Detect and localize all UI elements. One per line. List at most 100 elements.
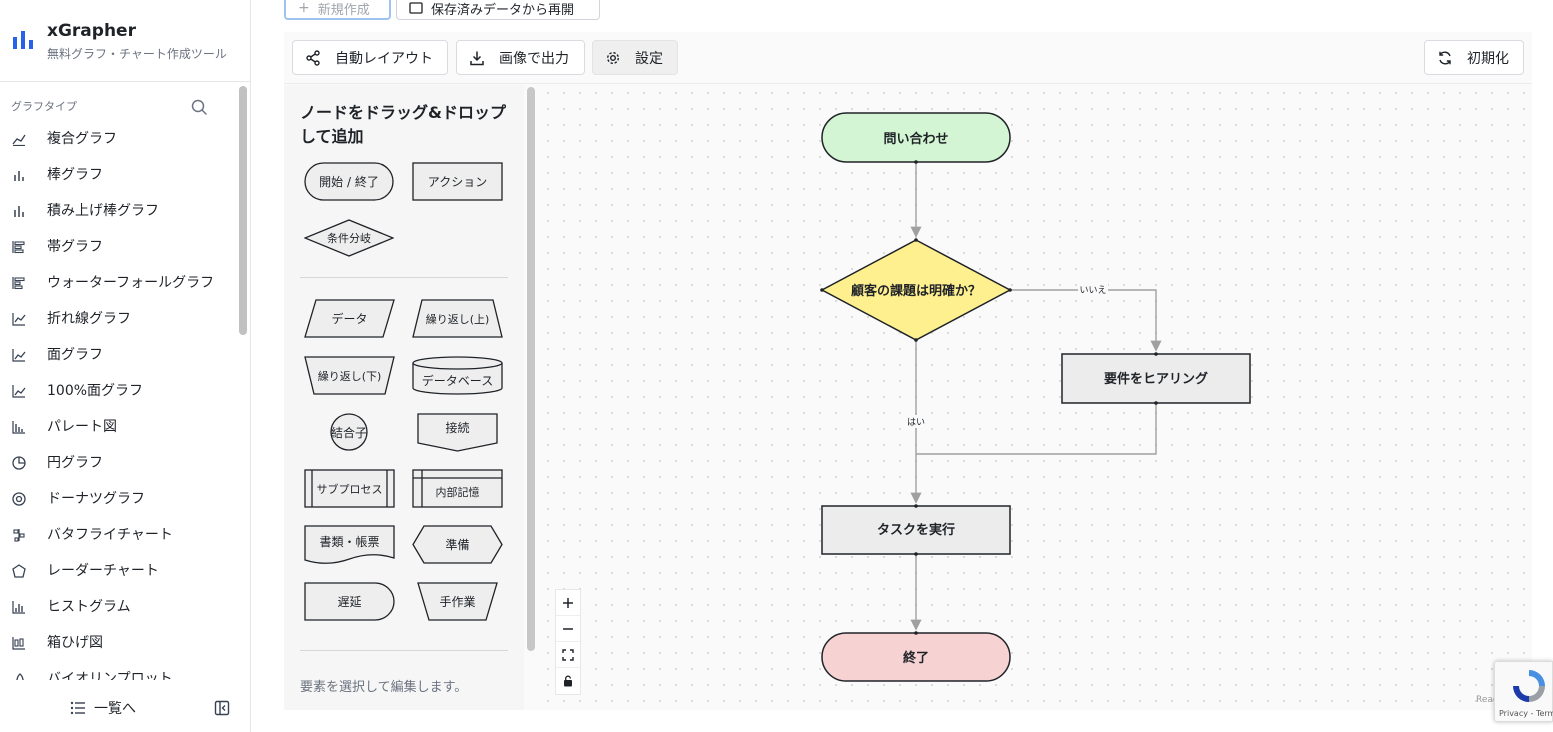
- reset-label: 初期化: [1467, 50, 1509, 67]
- edge-label-yes[interactable]: はい: [907, 417, 925, 428]
- sidebar-item-pareto[interactable]: パレート図: [0, 408, 236, 444]
- sidebar-item-donut-chart[interactable]: ドーナツグラフ: [0, 480, 236, 516]
- palette-data-label: データ: [331, 312, 368, 326]
- document-shape-icon: [304, 525, 395, 564]
- settings-label: 設定: [635, 50, 663, 67]
- palette-action-node[interactable]: アクション: [412, 162, 503, 201]
- new-chart-label: 新規作成: [317, 2, 370, 18]
- flow-canvas[interactable]: いいえ はい 問い合わせ 顧客の課題は明確か？ 要件をヒアリング: [540, 85, 1532, 710]
- zoom-out-button[interactable]: [556, 616, 580, 642]
- sidebar-item-boxplot[interactable]: 箱ひげ図: [0, 624, 236, 660]
- flow-node-hearing-label: 要件をヒアリング: [1104, 371, 1208, 387]
- sidebar-item-stacked-bar[interactable]: 積み上げ棒グラフ: [0, 192, 236, 228]
- palette-condition-label: 条件分岐: [327, 232, 371, 245]
- sidebar-scroll-thumb[interactable]: [239, 86, 247, 335]
- sidebar-item-label: 円グラフ: [47, 455, 103, 471]
- palette-delay-label: 遅延: [337, 595, 362, 609]
- palette-manual-label: 手作業: [439, 595, 476, 609]
- lock-button[interactable]: [556, 668, 580, 694]
- sidebar-item-violin[interactable]: バイオリンプロット: [0, 660, 236, 680]
- flow-node-start[interactable]: 問い合わせ: [821, 112, 1011, 164]
- palette-manual-node[interactable]: 手作業: [417, 582, 498, 621]
- loop-bottom-shape-icon: [304, 356, 395, 395]
- zoom-in-button[interactable]: [556, 590, 580, 616]
- export-image-button[interactable]: 画像で出力: [456, 40, 585, 75]
- offpage-shape-icon: [417, 413, 498, 452]
- editor-toolbar: 自動レイアウト 画像で出力 設定 初期化: [284, 32, 1532, 84]
- palette-loop-top-node[interactable]: 繰り返し(上): [412, 299, 503, 338]
- sidebar-item-waterfall[interactable]: ウォーターフォールグラフ: [0, 264, 236, 300]
- palette-document-node[interactable]: 書類・帳票: [304, 525, 395, 566]
- auto-layout-button[interactable]: 自動レイアウト: [292, 40, 448, 75]
- minus-icon: [563, 627, 573, 630]
- settings-button[interactable]: 設定: [592, 40, 678, 75]
- download-icon: [470, 51, 484, 65]
- sidebar-item-label: 複合グラフ: [47, 131, 117, 147]
- flow-node-hearing[interactable]: 要件をヒアリング: [1061, 352, 1251, 405]
- edge-label-no[interactable]: いいえ: [1079, 285, 1106, 296]
- sidebar-item-bar-chart[interactable]: 棒グラフ: [0, 156, 236, 192]
- palette-internal-storage-node[interactable]: 内部記憶: [412, 469, 503, 508]
- palette-condition-node[interactable]: 条件分岐: [303, 219, 395, 257]
- folder-icon: [409, 2, 423, 14]
- palette-start-end-node[interactable]: 開始 / 終了: [304, 162, 394, 201]
- sidebar-item-histogram[interactable]: ヒストグラム: [0, 588, 236, 624]
- palette-preparation-node[interactable]: 準備: [412, 525, 503, 564]
- new-chart-button[interactable]: + 新規作成: [284, 0, 391, 20]
- palette-data-node[interactable]: データ: [304, 299, 395, 338]
- palette-loop-bottom-label: 繰り返し(下): [317, 369, 382, 383]
- sidebar-item-label: ウォーターフォールグラフ: [47, 275, 215, 291]
- flowchart-editor: 自動レイアウト 画像で出力 設定 初期化: [284, 32, 1532, 710]
- sidebar-item-area-chart[interactable]: 面グラフ: [0, 336, 236, 372]
- brand-title[interactable]: xGrapher: [47, 21, 136, 41]
- resume-saved-button[interactable]: 保存済みデータから再開: [396, 0, 600, 20]
- edge-hearing-to-task[interactable]: [916, 403, 1157, 455]
- boxplot-icon: [12, 637, 25, 650]
- palette-database-label: データベース: [421, 374, 494, 388]
- palette-connector-node[interactable]: 結合子: [330, 413, 368, 451]
- reset-button[interactable]: 初期化: [1424, 40, 1524, 75]
- palette-offpage-node[interactable]: 接続: [417, 413, 498, 452]
- gear-icon: [606, 51, 620, 64]
- collapse-sidebar-icon[interactable]: [214, 700, 230, 716]
- flow-node-end[interactable]: 終了: [821, 631, 1011, 682]
- palette-delay-node[interactable]: 遅延: [304, 582, 395, 621]
- palette-loop-bottom-node[interactable]: 繰り返し(下): [304, 356, 395, 395]
- share-nodes-icon: [306, 49, 320, 66]
- sidebar-item-butterfly[interactable]: バタフライチャート: [0, 516, 236, 552]
- sidebar-item-label: 箱ひげ図: [47, 635, 103, 651]
- list-view-label: 一覧へ: [94, 701, 136, 717]
- recaptcha-privacy-terms[interactable]: Privacy - Terms: [1499, 709, 1553, 718]
- zoom-controls: [555, 589, 581, 695]
- sidebar-item-line-chart[interactable]: 折れ線グラフ: [0, 300, 236, 336]
- palette-action-label: アクション: [427, 175, 488, 189]
- waterfall-icon: [12, 277, 25, 290]
- flow-node-task[interactable]: タスクを実行: [821, 504, 1011, 556]
- sidebar-item-area100-chart[interactable]: 100%面グラフ: [0, 372, 236, 408]
- sidebar-item-radar[interactable]: レーダーチャート: [0, 552, 236, 588]
- palette-edit-hint: 要素を選択して編集します。: [300, 680, 468, 695]
- sidebar-item-combo-chart[interactable]: 複合グラフ: [0, 120, 236, 156]
- flow-node-decision[interactable]: 顧客の課題は明確か？: [820, 238, 1012, 342]
- edge-decision-to-hearing[interactable]: [1010, 289, 1162, 352]
- palette-subprocess-node[interactable]: サブプロセス: [304, 469, 395, 508]
- plus-icon: [563, 597, 573, 608]
- combo-chart-icon: [12, 134, 26, 146]
- fit-view-button[interactable]: [556, 642, 580, 668]
- lock-icon: [564, 675, 572, 687]
- parallelogram-shape-icon: [304, 299, 395, 338]
- loop-top-shape-icon: [412, 299, 503, 338]
- line-chart-icon: [12, 313, 26, 326]
- flow-node-task-label: タスクを実行: [877, 522, 955, 538]
- search-icon[interactable]: [190, 98, 208, 116]
- list-view-button[interactable]: 一覧へ: [70, 696, 136, 720]
- palette-scrollbar[interactable]: [527, 87, 535, 651]
- node-palette: ノードをドラッグ&ドロップして追加 開始 / 終了 アクション 条件分岐 データ…: [284, 85, 524, 710]
- palette-database-node[interactable]: データベース: [412, 356, 503, 395]
- chart-type-heading: グラフタイプ: [11, 100, 77, 113]
- recaptcha-badge[interactable]: Privacy - Terms: [1494, 661, 1553, 722]
- histogram-icon: [12, 601, 25, 614]
- chart-type-list: 複合グラフ棒グラフ積み上げ棒グラフ帯グラフウォーターフォールグラフ折れ線グラフ面…: [0, 120, 236, 680]
- sidebar-item-band-chart[interactable]: 帯グラフ: [0, 228, 236, 264]
- sidebar-item-pie-chart[interactable]: 円グラフ: [0, 444, 236, 480]
